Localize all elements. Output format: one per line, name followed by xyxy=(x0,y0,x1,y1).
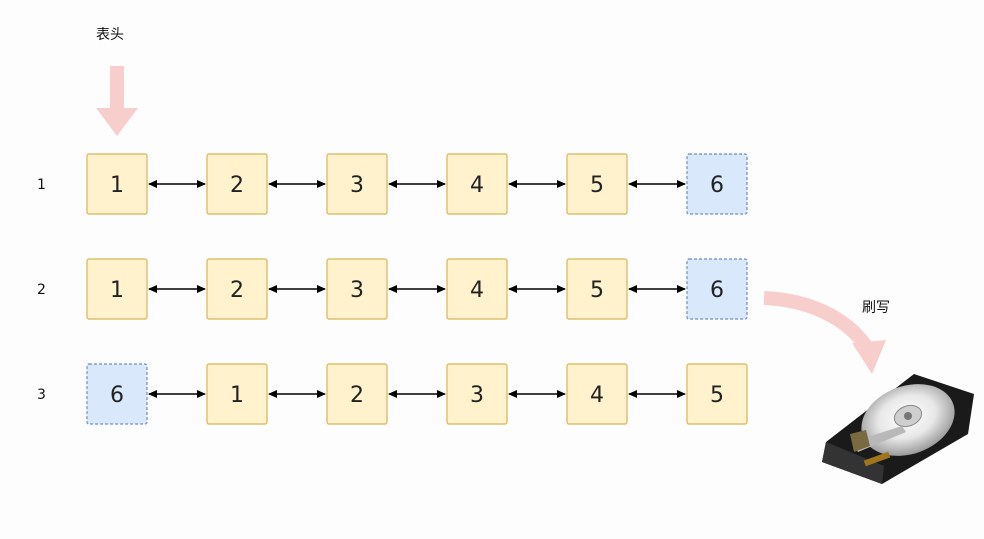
rows-group: 1 1 2 3 4 5 6 2 1 2 3 4 5 6 3 6 1 2 3 4 5 xyxy=(37,154,747,424)
list-node-value: 1 xyxy=(110,173,124,198)
head-arrow-icon xyxy=(96,66,138,136)
list-node-value: 3 xyxy=(470,383,484,408)
list-node-value: 2 xyxy=(230,278,244,303)
row-label: 3 xyxy=(37,387,46,403)
list-node-value: 6 xyxy=(110,383,124,408)
list-node-value: 6 xyxy=(710,278,724,303)
list-node-value: 5 xyxy=(710,383,724,408)
hard-disk-icon xyxy=(822,372,974,484)
list-node-value: 5 xyxy=(590,278,604,303)
flush-arrow-icon xyxy=(764,298,866,346)
flush-arrow-head xyxy=(852,340,886,374)
list-node-value: 2 xyxy=(350,383,364,408)
row-label: 2 xyxy=(37,282,46,298)
list-node-value: 1 xyxy=(230,383,244,408)
head-label: 表头 xyxy=(96,27,124,43)
list-node-value: 5 xyxy=(590,173,604,198)
list-node-value: 1 xyxy=(110,278,124,303)
list-node-value: 4 xyxy=(590,383,604,408)
list-node-value: 3 xyxy=(350,173,364,198)
list-node-value: 6 xyxy=(710,173,724,198)
list-node-value: 2 xyxy=(230,173,244,198)
flush-label: 刷写 xyxy=(862,300,890,316)
list-node-value: 4 xyxy=(470,173,484,198)
list-node-value: 3 xyxy=(350,278,364,303)
list-node-value: 4 xyxy=(470,278,484,303)
row-label: 1 xyxy=(37,177,46,193)
